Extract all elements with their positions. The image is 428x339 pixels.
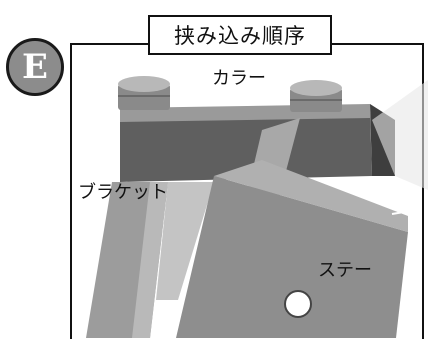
- sequence-title: 挟み込み順序: [148, 15, 332, 55]
- stay-plate: [176, 176, 408, 338]
- label-collar: カラー: [212, 68, 266, 89]
- collar-left-top: [118, 76, 170, 92]
- stay-hole: [284, 290, 312, 318]
- bracket-web: [156, 182, 214, 300]
- block-front: [120, 112, 372, 182]
- step-badge: E: [6, 38, 64, 96]
- label-stay: ステー: [318, 260, 372, 281]
- stay-top-edge: [214, 160, 408, 232]
- label-bracket: ブラケット: [78, 182, 168, 203]
- bg-part: [372, 80, 428, 190]
- collar-right-top: [290, 80, 342, 96]
